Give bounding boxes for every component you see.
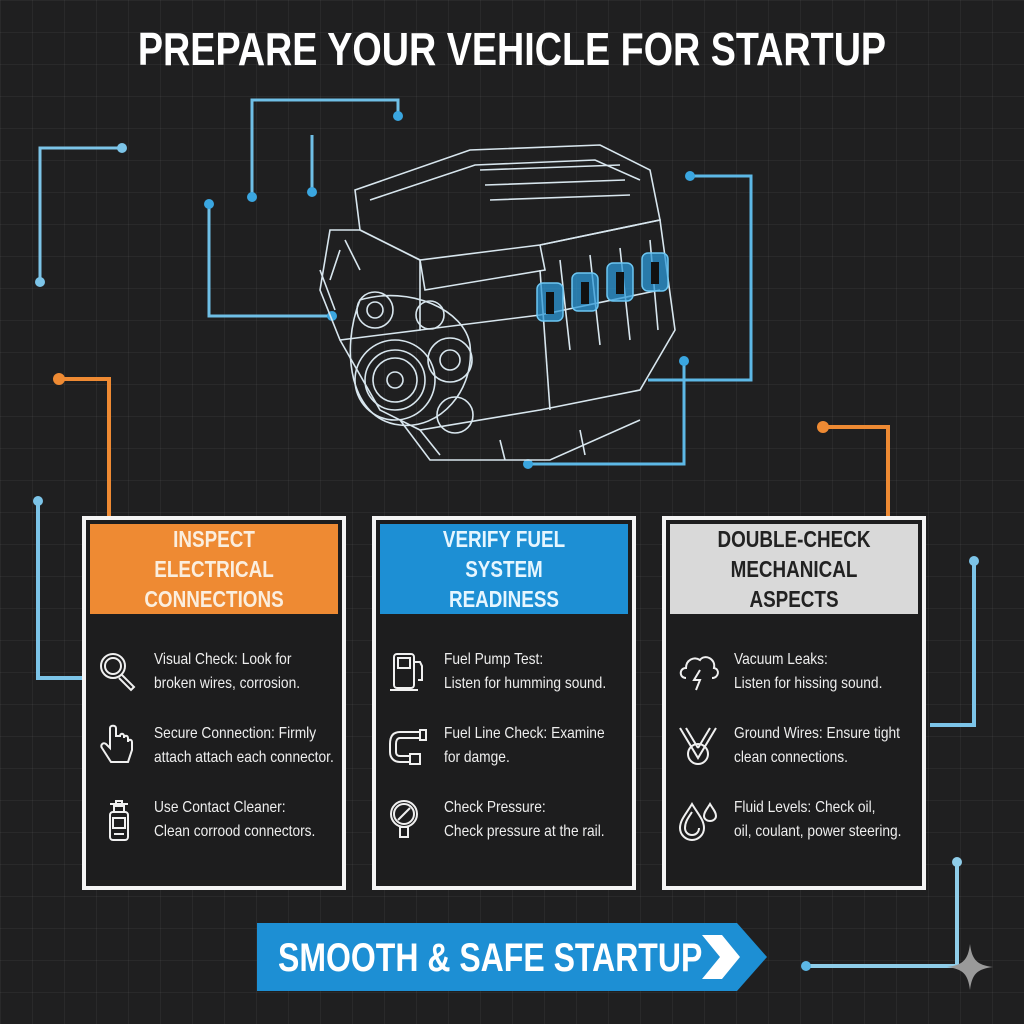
list-item: Check Pressure: Check pressure at the rai…: [386, 796, 626, 856]
item-title: Fluid Levels: Check oil,: [734, 799, 876, 816]
item-desc: Listen for hissing sound.: [734, 675, 883, 692]
list-item: Fuel Line Check: Examine for damge.: [386, 722, 626, 782]
item-title: Ground Wires: Ensure tight: [734, 725, 900, 742]
list-item: Fluid Levels: Check oil, oil, coulant, po…: [676, 796, 916, 856]
item-title: Fuel Line Check: Examine: [444, 725, 605, 742]
fluid-drops-icon: [678, 802, 718, 842]
item-desc: oil, coulant, power steering.: [734, 823, 902, 840]
card-title-line: READINESS: [448, 586, 560, 612]
engine-illustration: [319, 144, 676, 461]
spray-can-icon: [109, 800, 129, 841]
list-item: Secure Connection: Firmly attach attach e…: [96, 722, 336, 782]
card-title-line: CONNECTIONS: [144, 586, 284, 612]
list-item: Ground Wires: Ensure tight clean connecti…: [676, 722, 916, 782]
cta-label[interactable]: SMOOTH & SAFE STARTUP: [278, 936, 703, 980]
page-title: PREPARE YOUR VEHICLE FOR STARTUP: [137, 23, 887, 75]
card-mechanical: DOUBLE-CHECK MECHANICAL ASPECTS Vacuum L…: [662, 516, 926, 890]
card-electrical: INSPECT ELECTRICAL CONNECTIONS Visual Ch…: [82, 516, 346, 890]
card-header: DOUBLE-CHECK MECHANICAL ASPECTS: [670, 524, 918, 614]
card-header: INSPECT ELECTRICAL CONNECTIONS: [90, 524, 338, 614]
magnifier-icon: [100, 653, 136, 692]
item-title: Use Contact Cleaner:: [154, 799, 286, 816]
card-title-line: INSPECT ELECTRICAL: [154, 526, 274, 582]
pointing-hand-icon: [100, 724, 133, 763]
pressure-gauge-icon: [390, 800, 418, 838]
cloud-lightning-icon: [679, 656, 719, 691]
card-fuel-system: VERIFY FUEL SYSTEM READINESS Fuel Pump T…: [372, 516, 636, 890]
ground-wires-icon: [679, 727, 717, 765]
card-title-line: MECHANICAL ASPECTS: [730, 556, 858, 612]
item-desc: clean connections.: [734, 749, 848, 766]
card-title-line: DOUBLE-CHECK: [717, 526, 871, 552]
card-title-line: VERIFY FUEL SYSTEM: [442, 526, 566, 582]
chevron-right-icon: [702, 935, 740, 979]
fuel-pump-icon: [390, 653, 423, 691]
item-title: Visual Check: Look for: [154, 651, 292, 668]
item-title: Check Pressure:: [444, 799, 546, 816]
cta-banner[interactable]: [257, 923, 767, 991]
item-desc: Listen for humming sound.: [444, 675, 607, 692]
item-desc: Check pressure at the rail.: [444, 823, 605, 840]
sparkle-icon: [947, 944, 993, 990]
list-item: Vacuum Leaks: Listen for hissing sound.: [676, 648, 916, 708]
item-desc: attach attach each connector.: [154, 749, 334, 766]
list-item: Use Contact Cleaner: Clean corrood connec…: [96, 796, 336, 856]
item-desc: broken wires, corrosion.: [154, 675, 301, 692]
list-item: Fuel Pump Test: Listen for humming sound.: [386, 648, 626, 708]
item-title: Vacuum Leaks:: [734, 651, 828, 668]
item-title: Fuel Pump Test:: [444, 651, 544, 668]
list-item: Visual Check: Look for broken wires, corr…: [96, 648, 336, 708]
fuel-line-icon: [389, 729, 427, 765]
item-title: Secure Connection: Firmly: [154, 725, 317, 742]
card-header: VERIFY FUEL SYSTEM READINESS: [380, 524, 628, 614]
item-desc: Clean corrood connectors.: [154, 823, 316, 840]
item-desc: for damge.: [444, 749, 510, 766]
